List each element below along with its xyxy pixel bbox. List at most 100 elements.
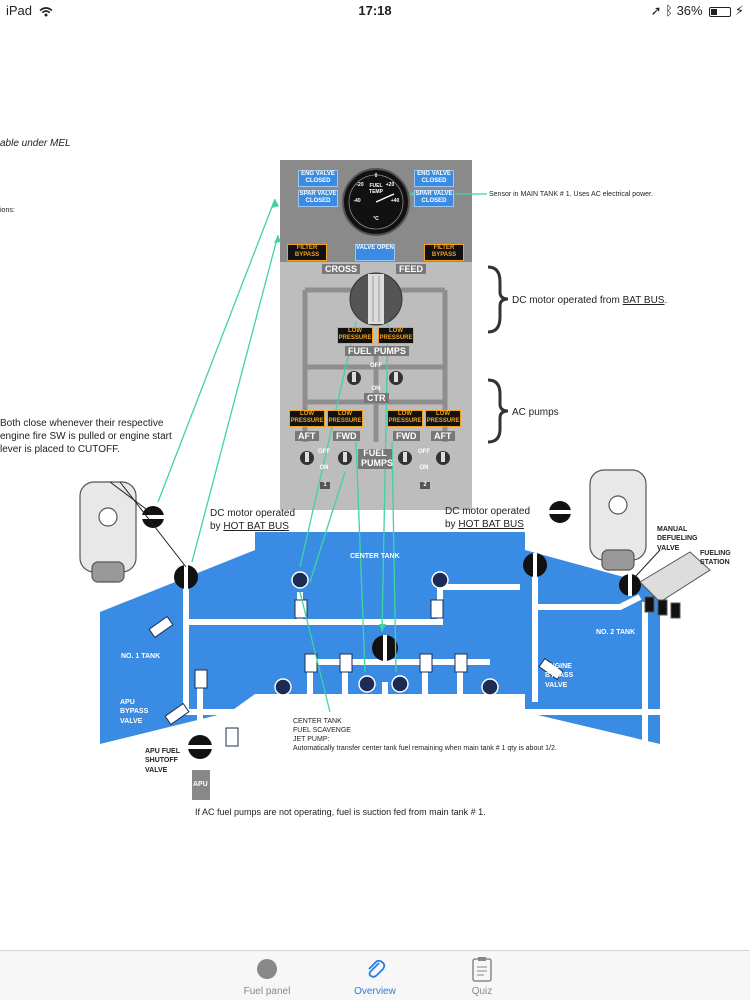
bluetooth-icon: ᛒ: [665, 3, 673, 18]
off-2-label: OFF: [418, 449, 430, 455]
dc-motor-bat-bus-note: DC motor operated from BAT BUS.: [512, 294, 667, 307]
dc-motor-left-note: DC motor operated by HOT BAT BUS: [210, 507, 295, 533]
cross-label: CROSS: [322, 264, 361, 274]
ctr-label: CTR: [364, 393, 389, 403]
apu-label: APU: [193, 781, 208, 788]
gauge-unit: °C: [373, 216, 379, 222]
apu-box: [192, 770, 210, 800]
dc-motor-suffix: .: [664, 295, 668, 306]
gauge-tick-minus40: -40: [353, 198, 361, 204]
right-engine: [589, 469, 647, 571]
low-pressure-ctr-2: LOW PRESSURE: [378, 327, 414, 344]
engine-valve-left: [142, 506, 164, 528]
dc-motor-prefix: DC motor operated from: [512, 295, 620, 306]
scavenge-line4: Automatically transfer center tank fuel …: [293, 745, 557, 753]
low-pressure-aft-1: LOW PRESSURE: [289, 410, 325, 427]
ions-note: ions:: [0, 207, 15, 214]
dc-motor-right-note: DC motor operated by HOT BAT BUS: [445, 505, 530, 531]
eng-valve-closed-2: ENG VALVE CLOSED: [414, 170, 454, 187]
tab-overview[interactable]: Overview: [315, 951, 435, 1000]
spar-valve-right: [523, 553, 547, 577]
hot-bat-bus-left-link: HOT BAT BUS: [223, 521, 289, 532]
ctr-off-label: OFF: [370, 363, 382, 369]
device-name: iPad: [6, 3, 33, 18]
fueling-station-label: FUELING STATION: [700, 550, 731, 567]
tab-fuel-panel[interactable]: Fuel panel: [207, 951, 327, 1000]
status-left: iPad: [6, 3, 53, 18]
fwd-2-label: FWD: [393, 431, 420, 441]
scavenge-note: CENTER TANK FUEL SCAVENGE JET PUMP: Auto…: [293, 717, 713, 753]
dc-motor-left-line2: by HOT BAT BUS: [210, 520, 295, 533]
spar-valve-left: [174, 565, 198, 589]
pointer-lines: [109, 481, 661, 578]
on-2-label: ON: [419, 465, 429, 471]
left-engine: [79, 481, 137, 583]
filter-bypass-2: FILTER BYPASS: [424, 244, 464, 261]
ac-pumps-bracket: [487, 378, 509, 444]
defueling-valve: [619, 574, 641, 596]
low-pressure-ctr-1: LOW PRESSURE: [337, 327, 373, 344]
circle-icon: [257, 959, 277, 979]
dc-motor-right-line2: by HOT BAT BUS: [445, 518, 530, 531]
dc-motor-left-prefix: by: [210, 521, 221, 532]
no1-tank-shape: [100, 550, 255, 744]
apu-shutoff-valve: [188, 735, 212, 759]
manual-defueling-valve-label: MANUAL DEFUELING VALVE: [657, 526, 698, 552]
spar-valve-closed-1: SPAR VALVE CLOSED: [298, 190, 338, 207]
apu-bypass-valve-label: APU BYPASS VALVE: [120, 699, 149, 725]
mel-note: able under MEL: [0, 138, 71, 149]
low-pressure-fwd-1: LOW PRESSURE: [327, 410, 363, 427]
overview-content: able under MEL ions: Both close whenever…: [0, 22, 750, 950]
aft-2-label: AFT: [431, 431, 455, 441]
status-time: 17:18: [358, 3, 392, 18]
engine-valve-right: [549, 501, 571, 523]
dc-motor-left-line1: DC motor operated: [210, 508, 296, 519]
tab-bar: Fuel panel Overview Quiz: [0, 950, 750, 1000]
pump-group-2-label: 2: [420, 482, 430, 490]
dc-motor-right-line1: DC motor operated: [445, 506, 531, 517]
paperclip-icon: [368, 959, 386, 978]
no2-tank-shape: [525, 550, 660, 744]
hot-bat-bus-right-link: HOT BAT BUS: [458, 519, 524, 530]
apu-fuel-shutoff-label: APU FUEL SHUTOFF VALVE: [145, 748, 180, 774]
charging-icon: ⚡: [734, 3, 744, 18]
scavenge-line3: JET PUMP:: [293, 736, 330, 744]
fuel-pumps-bottom-label: FUEL PUMPS: [358, 448, 393, 469]
valve-note-line3: lever is placed to CUTOFF.: [0, 444, 120, 455]
off-1-label: OFF: [318, 449, 330, 455]
no2-tank-label: NO. 2 TANK: [596, 629, 636, 636]
low-pressure-aft-2: LOW PRESSURE: [425, 410, 461, 427]
fuel-pumps-title: FUEL PUMPS: [345, 346, 409, 356]
check-valve-symbols: [194, 599, 468, 747]
fuel-temp-gauge: [342, 168, 410, 236]
pump-group-1-label: 1: [320, 482, 330, 490]
bat-bus-link: BAT BUS: [622, 295, 665, 306]
annotation-arrows: [157, 193, 487, 713]
tab-quiz[interactable]: Quiz: [422, 951, 542, 1000]
valve-open-light: VALVE OPEN: [355, 244, 395, 261]
bypass-valve-symbols: [148, 615, 564, 726]
toggle-lever-shapes: [305, 372, 445, 462]
aft-1-label: AFT: [295, 431, 319, 441]
crossfeed-knob-shape: [349, 272, 403, 326]
clipboard-icon: [472, 957, 492, 982]
tab-quiz-label: Quiz: [471, 986, 493, 997]
no1-tank-label: NO. 1 TANK: [121, 653, 161, 660]
scavenge-line1: CENTER TANK: [293, 718, 342, 725]
dc-motor-right-prefix: by: [445, 519, 456, 530]
center-tank-label: CENTER TANK: [350, 553, 400, 560]
spar-valve-closed-2: SPAR VALVE CLOSED: [414, 190, 454, 207]
fuel-temp-label: FUEL TEMP: [369, 183, 383, 195]
location-icon: ➚: [650, 3, 662, 18]
sensor-note: Sensor in MAIN TANK # 1. Uses AC electri…: [489, 191, 653, 198]
battery-percent: 36%: [676, 3, 703, 18]
scavenge-line2: FUEL SCAVENGE: [293, 727, 351, 735]
on-1-label: ON: [319, 465, 329, 471]
status-right: ➚ ᛒ 36% ⚡: [651, 3, 744, 19]
suction-note: If AC fuel pumps are not operating, fuel…: [195, 807, 486, 817]
feed-label: FEED: [396, 264, 427, 274]
status-bar: iPad 17:18 ➚ ᛒ 36% ⚡: [0, 0, 750, 22]
low-pressure-fwd-2: LOW PRESSURE: [387, 410, 423, 427]
dc-motor-bracket: [487, 265, 509, 334]
valve-close-note: Both close whenever their respective eng…: [0, 417, 200, 456]
